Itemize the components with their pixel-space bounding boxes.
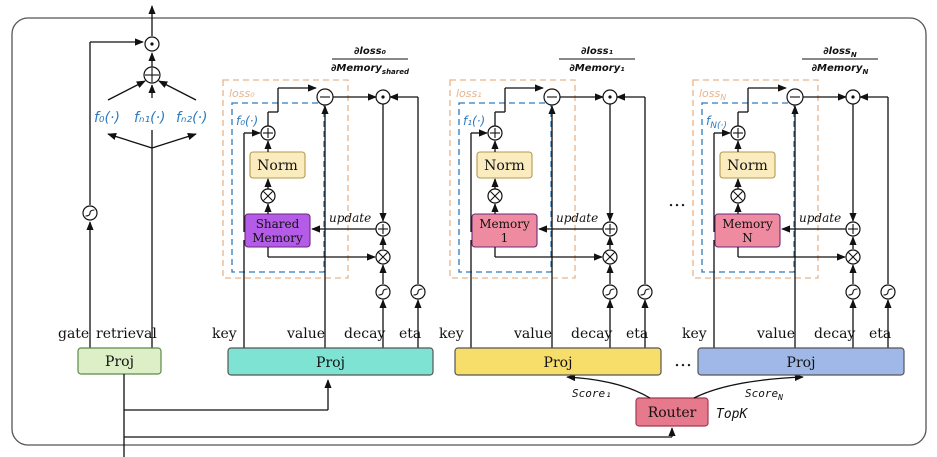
proj-box bbox=[697, 347, 905, 376]
decay-label: decay bbox=[344, 326, 385, 342]
memory-blocks: loss₀f₀(·)∂loss₀∂MemorysharedNormSharedM… bbox=[212, 46, 905, 376]
norm-box bbox=[249, 151, 306, 179]
gradient-denominator: ∂Memoryshared bbox=[331, 63, 410, 76]
update-label: update bbox=[799, 211, 841, 225]
loss-box bbox=[222, 79, 349, 279]
eta-label: eta bbox=[399, 326, 421, 342]
loss-box bbox=[449, 79, 576, 279]
fn2-label: fₙ₂(·) bbox=[176, 110, 208, 126]
score1-label: Score₁ bbox=[572, 387, 612, 400]
proj-box bbox=[454, 347, 662, 376]
left-column: f₀(·) fₙ₁(·) fₙ₂(·) gate retrieval Proj bbox=[58, 5, 208, 375]
gradient-numerator: ∂lossN bbox=[823, 46, 857, 59]
key-label: key bbox=[439, 326, 464, 342]
norm-label: Norm bbox=[484, 158, 525, 174]
topk-label: TopK bbox=[716, 407, 748, 422]
scoreN-label: ScoreN bbox=[745, 387, 783, 402]
gradient-denominator: ∂MemoryN bbox=[812, 63, 869, 76]
eta-label: eta bbox=[626, 326, 648, 342]
memory-box bbox=[244, 213, 311, 248]
loss-box bbox=[692, 79, 819, 279]
memory-box bbox=[471, 213, 538, 248]
f-label: f₁(·) bbox=[463, 114, 485, 128]
norm-box bbox=[719, 151, 776, 179]
update-label: update bbox=[329, 211, 371, 225]
proj-label: Proj bbox=[544, 355, 573, 371]
f0-label: f₀(·) bbox=[94, 110, 120, 126]
loss-label: loss₁ bbox=[456, 87, 482, 100]
update-label: update bbox=[556, 211, 598, 225]
retrieval-label: retrieval bbox=[96, 326, 157, 342]
proj-label: Proj bbox=[316, 355, 345, 371]
gradient-numerator: ∂loss₁ bbox=[581, 46, 613, 57]
gradient-denominator: ∂Memory₁ bbox=[569, 63, 624, 74]
memory-block-0: loss₀ f₀(·) ∂loss₀ ∂MemorysharedNormSharedM… bbox=[212, 46, 434, 376]
memory-label-line1: Memory bbox=[479, 217, 530, 231]
memory-label-line2: Memory bbox=[252, 231, 303, 245]
ellipsis-bottom: … bbox=[674, 350, 692, 371]
f-label: f₀(·) bbox=[236, 114, 258, 128]
key-label: key bbox=[212, 326, 237, 342]
memory-label-line1: Memory bbox=[722, 217, 773, 231]
value-label: value bbox=[286, 326, 325, 342]
memory-label-line1: Shared bbox=[256, 217, 300, 231]
bottom-routing: Router TopK Score₁ ScoreN bbox=[123, 373, 804, 457]
memory-label-line2: 1 bbox=[501, 231, 509, 245]
memory-box bbox=[714, 213, 781, 248]
router-box bbox=[635, 397, 709, 427]
proj-box bbox=[227, 347, 434, 376]
loss-label: lossN bbox=[699, 87, 726, 102]
norm-label: Norm bbox=[727, 158, 768, 174]
router-label: Router bbox=[648, 405, 697, 421]
fn1-label: fₙ₁(·) bbox=[134, 110, 166, 126]
loss-label: loss₀ bbox=[229, 87, 255, 100]
memory-label-line2: N bbox=[742, 231, 753, 245]
key-label: key bbox=[682, 326, 707, 342]
decay-label: decay bbox=[571, 326, 612, 342]
gate-label: gate bbox=[58, 326, 89, 342]
gradient-numerator: ∂loss₀ bbox=[354, 46, 387, 57]
norm-box bbox=[476, 151, 533, 179]
value-label: value bbox=[513, 326, 552, 342]
eta-label: eta bbox=[869, 326, 891, 342]
value-label: value bbox=[756, 326, 795, 342]
left-proj-label: Proj bbox=[105, 354, 134, 370]
ellipsis-top: … bbox=[668, 190, 686, 211]
f-label: fN(·) bbox=[706, 114, 727, 131]
proj-label: Proj bbox=[787, 355, 816, 371]
norm-label: Norm bbox=[257, 158, 298, 174]
outer-frame bbox=[11, 17, 927, 446]
decay-label: decay bbox=[814, 326, 855, 342]
left-proj-box bbox=[77, 347, 162, 375]
